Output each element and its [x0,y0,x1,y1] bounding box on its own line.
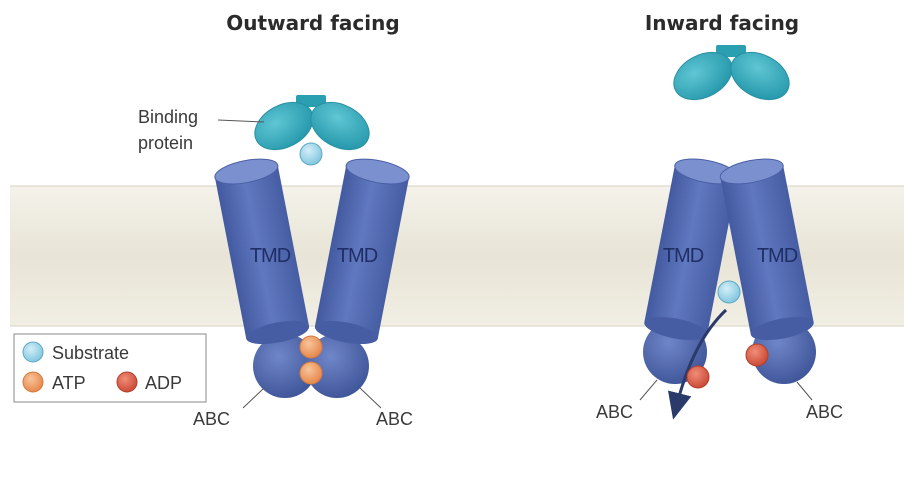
tmd-label-left-inward: TMD [663,245,704,267]
binding-protein-leader-line [217,119,265,123]
binding-protein-outward [254,95,370,151]
tmd-right-inward [719,158,814,341]
outward-facing-title: Outward facing [226,11,399,35]
atp-outward-bottom [299,361,323,385]
inward-transporter: TMD TMD ABC ABC [596,45,843,422]
abc-label-right-inward: ABC [806,402,843,422]
binding-protein-inward [673,45,790,101]
binding-protein-label-line2: protein [138,133,193,153]
legend-box [13,333,207,403]
tmd-label-left-outward: TMD [250,245,291,267]
binding-protein-label-line1: Binding [138,107,198,127]
adp-inward-left [686,365,710,389]
legend-atp-label: ATP [52,373,86,393]
tmd-label-right-outward: TMD [337,245,378,267]
abc-label-right-outward: ABC [376,409,413,429]
inward-facing-title: Inward facing [645,11,799,35]
tmd-right-outward [314,158,410,345]
abc-leader-left-outward [242,387,265,409]
legend: Substrate ATP ADP [13,333,207,403]
abc-leader-right-outward [359,387,382,409]
adp-inward-right [745,343,769,367]
outward-transporter: Binding protein TMD TMD ABC ABC [138,95,413,429]
substrate-release-arrow [667,308,728,420]
legend-adp-swatch [116,371,138,393]
legend-atp-swatch [22,371,44,393]
legend-substrate-label: Substrate [52,343,129,363]
tmd-left-inward [644,158,739,341]
tmd-label-right-inward: TMD [757,245,798,267]
tmd-left-outward [214,158,310,345]
abc-leader-left-inward [639,379,658,401]
legend-adp-label: ADP [145,373,182,393]
abc-label-left-inward: ABC [596,402,633,422]
atp-outward-top [299,335,323,359]
legend-substrate-swatch [22,341,44,363]
substrate-inward [717,280,741,304]
abc-leader-right-inward [796,381,813,401]
abc-label-left-outward: ABC [193,409,230,429]
substrate-outward [299,142,323,166]
